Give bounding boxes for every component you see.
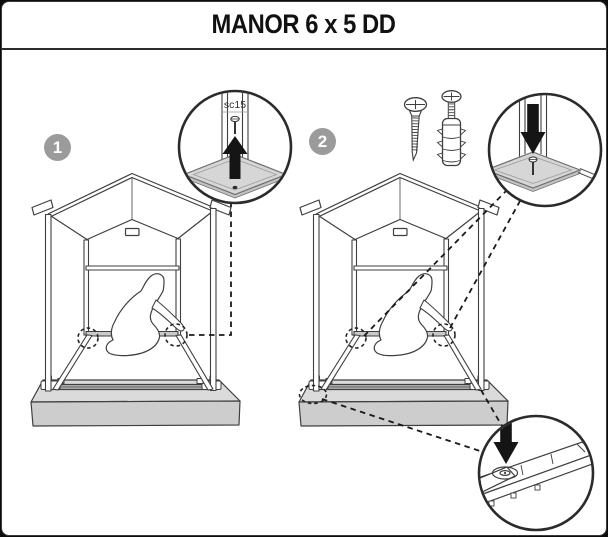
screw-icon xyxy=(230,115,240,134)
step-1-badge: 1 xyxy=(44,134,71,161)
screw-hole xyxy=(503,471,507,475)
arrow-down-icon xyxy=(493,417,519,464)
page-title: MANOR 6 x 5 DD xyxy=(212,9,396,39)
shed-frame-step-1 xyxy=(30,172,241,427)
callout-floor-rail-step-2 xyxy=(477,414,595,532)
callout-corner-screw-step-2 xyxy=(487,92,603,208)
plate-hole xyxy=(232,185,238,190)
dashed-highlight-base-corner xyxy=(298,384,328,405)
corner-post xyxy=(518,95,548,158)
arrow-up-icon xyxy=(222,136,248,179)
callout-leader-lines-step-2 xyxy=(321,190,521,453)
shed-frame-step-2 xyxy=(298,172,509,427)
part-label: sc15 xyxy=(224,99,246,111)
step-2-badge: 2 xyxy=(309,128,336,155)
callout-corner-screw-step-1: sc15 xyxy=(177,89,293,205)
wall-plug-icon xyxy=(436,90,467,167)
callout-leader-line-step-1 xyxy=(189,204,232,336)
arrow-down-icon xyxy=(520,104,546,154)
wood-screw-icon xyxy=(403,97,428,162)
title-divider xyxy=(2,48,606,50)
screw-icon xyxy=(528,156,538,175)
